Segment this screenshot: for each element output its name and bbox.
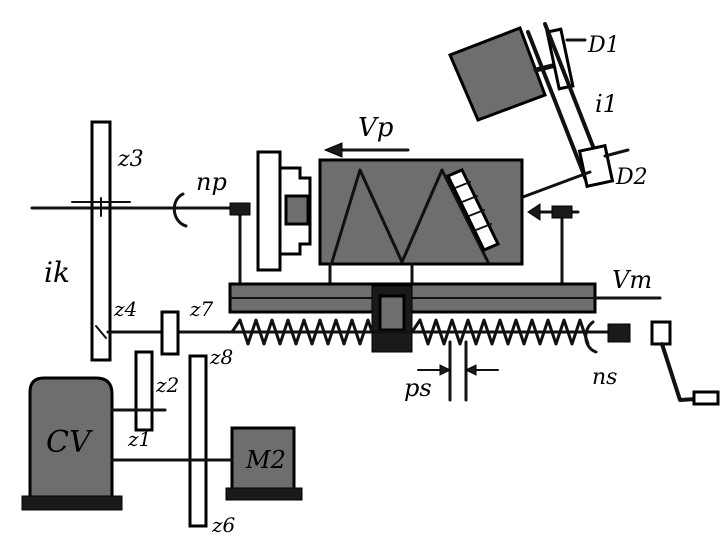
label-z2: z2 bbox=[155, 373, 179, 397]
np-rotation-arrow bbox=[172, 192, 188, 228]
ns-rotation-arrow bbox=[584, 320, 598, 354]
gear-z2 bbox=[134, 350, 154, 432]
spindle-motor bbox=[448, 26, 563, 122]
z4-marker bbox=[95, 325, 107, 339]
label-z1: z1 bbox=[127, 427, 151, 451]
label-np: np bbox=[196, 168, 227, 196]
label-z6: z6 bbox=[211, 513, 236, 537]
workpiece bbox=[318, 158, 524, 266]
pitch-marker bbox=[417, 340, 499, 402]
lead-screw-left bbox=[230, 318, 374, 346]
label-z8: z8 bbox=[209, 345, 233, 369]
gear-z8 bbox=[188, 354, 208, 528]
label-ns: ns bbox=[592, 365, 617, 390]
label-z3: z3 bbox=[117, 147, 144, 172]
label-vp: Vp bbox=[358, 113, 394, 143]
label-vm: Vm bbox=[612, 266, 652, 294]
chuck bbox=[256, 150, 312, 272]
label-z4: z4 bbox=[113, 297, 137, 321]
label-ik: ik bbox=[44, 256, 70, 289]
label-cv: CV bbox=[46, 425, 94, 460]
vp-arrow bbox=[323, 142, 410, 158]
label-z7: z7 bbox=[189, 297, 214, 321]
hob-cutter bbox=[445, 168, 501, 252]
left-bearing-post bbox=[229, 202, 251, 290]
motor-cv bbox=[21, 376, 123, 511]
label-d2: D2 bbox=[615, 165, 648, 190]
tailstock bbox=[527, 203, 580, 290]
label-m2: M2 bbox=[245, 446, 286, 474]
gear-z7 bbox=[160, 310, 180, 356]
label-ps: ps bbox=[404, 374, 432, 402]
feed-nut bbox=[371, 285, 413, 353]
pulley-d2 bbox=[577, 143, 630, 189]
handwheel bbox=[607, 320, 720, 406]
lead-screw-right bbox=[410, 318, 590, 346]
gear-z3 bbox=[90, 120, 112, 362]
label-d1: D1 bbox=[587, 33, 620, 58]
label-i1: i1 bbox=[595, 90, 618, 118]
